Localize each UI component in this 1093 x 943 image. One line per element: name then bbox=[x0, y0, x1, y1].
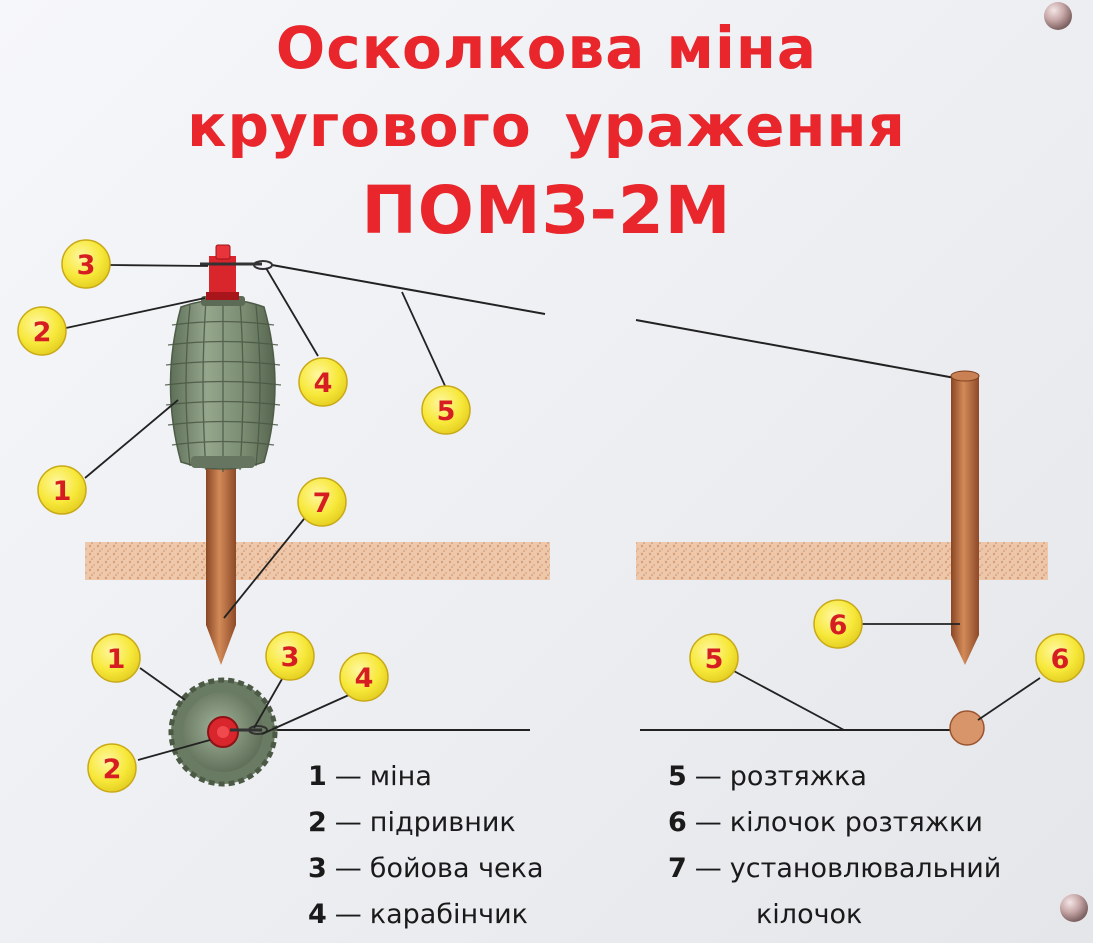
mine-top-view bbox=[168, 677, 278, 787]
legend-text: міна bbox=[369, 761, 432, 792]
svg-text:3: 3 bbox=[281, 642, 300, 673]
callout-5: 5 bbox=[421, 385, 471, 435]
legend-item: 3—бойова чека bbox=[308, 846, 544, 892]
title-line-1: Осколкова міна bbox=[275, 14, 818, 82]
callout-7: 7 bbox=[297, 477, 347, 527]
legend-item: 2—підривник bbox=[308, 800, 544, 846]
legend-num: 7 bbox=[668, 853, 687, 884]
tension-stake bbox=[951, 376, 979, 665]
legend-num: 1 bbox=[308, 761, 327, 792]
tripwire-line bbox=[271, 264, 546, 315]
callout-3: 3 bbox=[61, 239, 111, 289]
legend-dash: — bbox=[694, 761, 722, 792]
title-line-3: ПОМЗ-2М bbox=[361, 172, 732, 249]
legend-item: 5—розтяжка bbox=[668, 754, 1001, 800]
legend-num: 6 bbox=[668, 807, 687, 838]
title-line-2: кругового ураження bbox=[187, 92, 906, 160]
svg-text:7: 7 bbox=[313, 488, 332, 519]
svg-text:5: 5 bbox=[437, 396, 456, 427]
fuse bbox=[206, 244, 239, 300]
legend-num: 4 bbox=[308, 899, 327, 930]
legend-right: 5—розтяжка 6—кілочок розтяжки 7—установл… bbox=[668, 754, 1001, 938]
legend-num: 3 bbox=[308, 853, 327, 884]
legend-dash: — bbox=[334, 899, 362, 930]
callout-1-top: 1 bbox=[91, 633, 141, 683]
corner-knob-icon bbox=[1044, 2, 1072, 30]
corner-knob-icon bbox=[1060, 894, 1088, 922]
mine-body bbox=[164, 296, 282, 472]
callout-5-top: 5 bbox=[689, 633, 739, 683]
legend-left: 1—міна 2—підривник 3—бойова чека 4—караб… bbox=[308, 754, 544, 938]
legend-item: 4—карабінчик bbox=[308, 892, 544, 938]
legend-num: 2 bbox=[308, 807, 327, 838]
legend-text: карабінчик bbox=[369, 899, 528, 930]
install-stake bbox=[206, 462, 236, 665]
legend-text: кілочок розтяжки bbox=[729, 807, 983, 838]
svg-text:2: 2 bbox=[103, 754, 122, 785]
legend-num: 5 bbox=[668, 761, 687, 792]
callout-2: 2 bbox=[17, 306, 67, 356]
callout-6: 6 bbox=[813, 599, 863, 649]
legend-item: 6—кілочок розтяжки bbox=[668, 800, 1001, 846]
legend-text: бойова чека bbox=[369, 853, 544, 884]
legend-item: 1—міна bbox=[308, 754, 544, 800]
ground-left bbox=[85, 542, 550, 580]
legend-dash: — bbox=[334, 853, 362, 884]
stake-top-view bbox=[949, 710, 985, 746]
svg-text:3: 3 bbox=[77, 250, 96, 281]
callout-4: 4 bbox=[298, 357, 348, 407]
callout-4-top: 4 bbox=[339, 652, 389, 702]
ground-right bbox=[636, 542, 1048, 580]
svg-text:5: 5 bbox=[705, 644, 724, 675]
legend-dash: — bbox=[334, 761, 362, 792]
legend-text: установлювальний bbox=[729, 853, 1002, 884]
carabiner bbox=[253, 260, 273, 270]
callout-2-top: 2 bbox=[87, 743, 137, 793]
legend-text: підривник bbox=[369, 807, 516, 838]
legend-dash: — bbox=[334, 807, 362, 838]
svg-text:1: 1 bbox=[53, 476, 72, 507]
svg-text:6: 6 bbox=[829, 610, 848, 641]
svg-text:4: 4 bbox=[314, 368, 333, 399]
legend-item: 7—установлювальний bbox=[668, 846, 1001, 892]
callout-1: 1 bbox=[37, 465, 87, 515]
svg-text:1: 1 bbox=[107, 644, 126, 675]
callout-3-top: 3 bbox=[265, 631, 315, 681]
callout-6-top: 6 bbox=[1035, 633, 1085, 683]
svg-text:4: 4 bbox=[355, 663, 374, 694]
legend-dash: — bbox=[694, 853, 722, 884]
legend-dash: — bbox=[694, 807, 722, 838]
legend-item-continuation: кілочок bbox=[756, 899, 863, 930]
legend-text: розтяжка bbox=[729, 761, 867, 792]
tripwire-line bbox=[635, 319, 956, 379]
svg-text:6: 6 bbox=[1051, 644, 1070, 675]
svg-text:2: 2 bbox=[33, 317, 52, 348]
